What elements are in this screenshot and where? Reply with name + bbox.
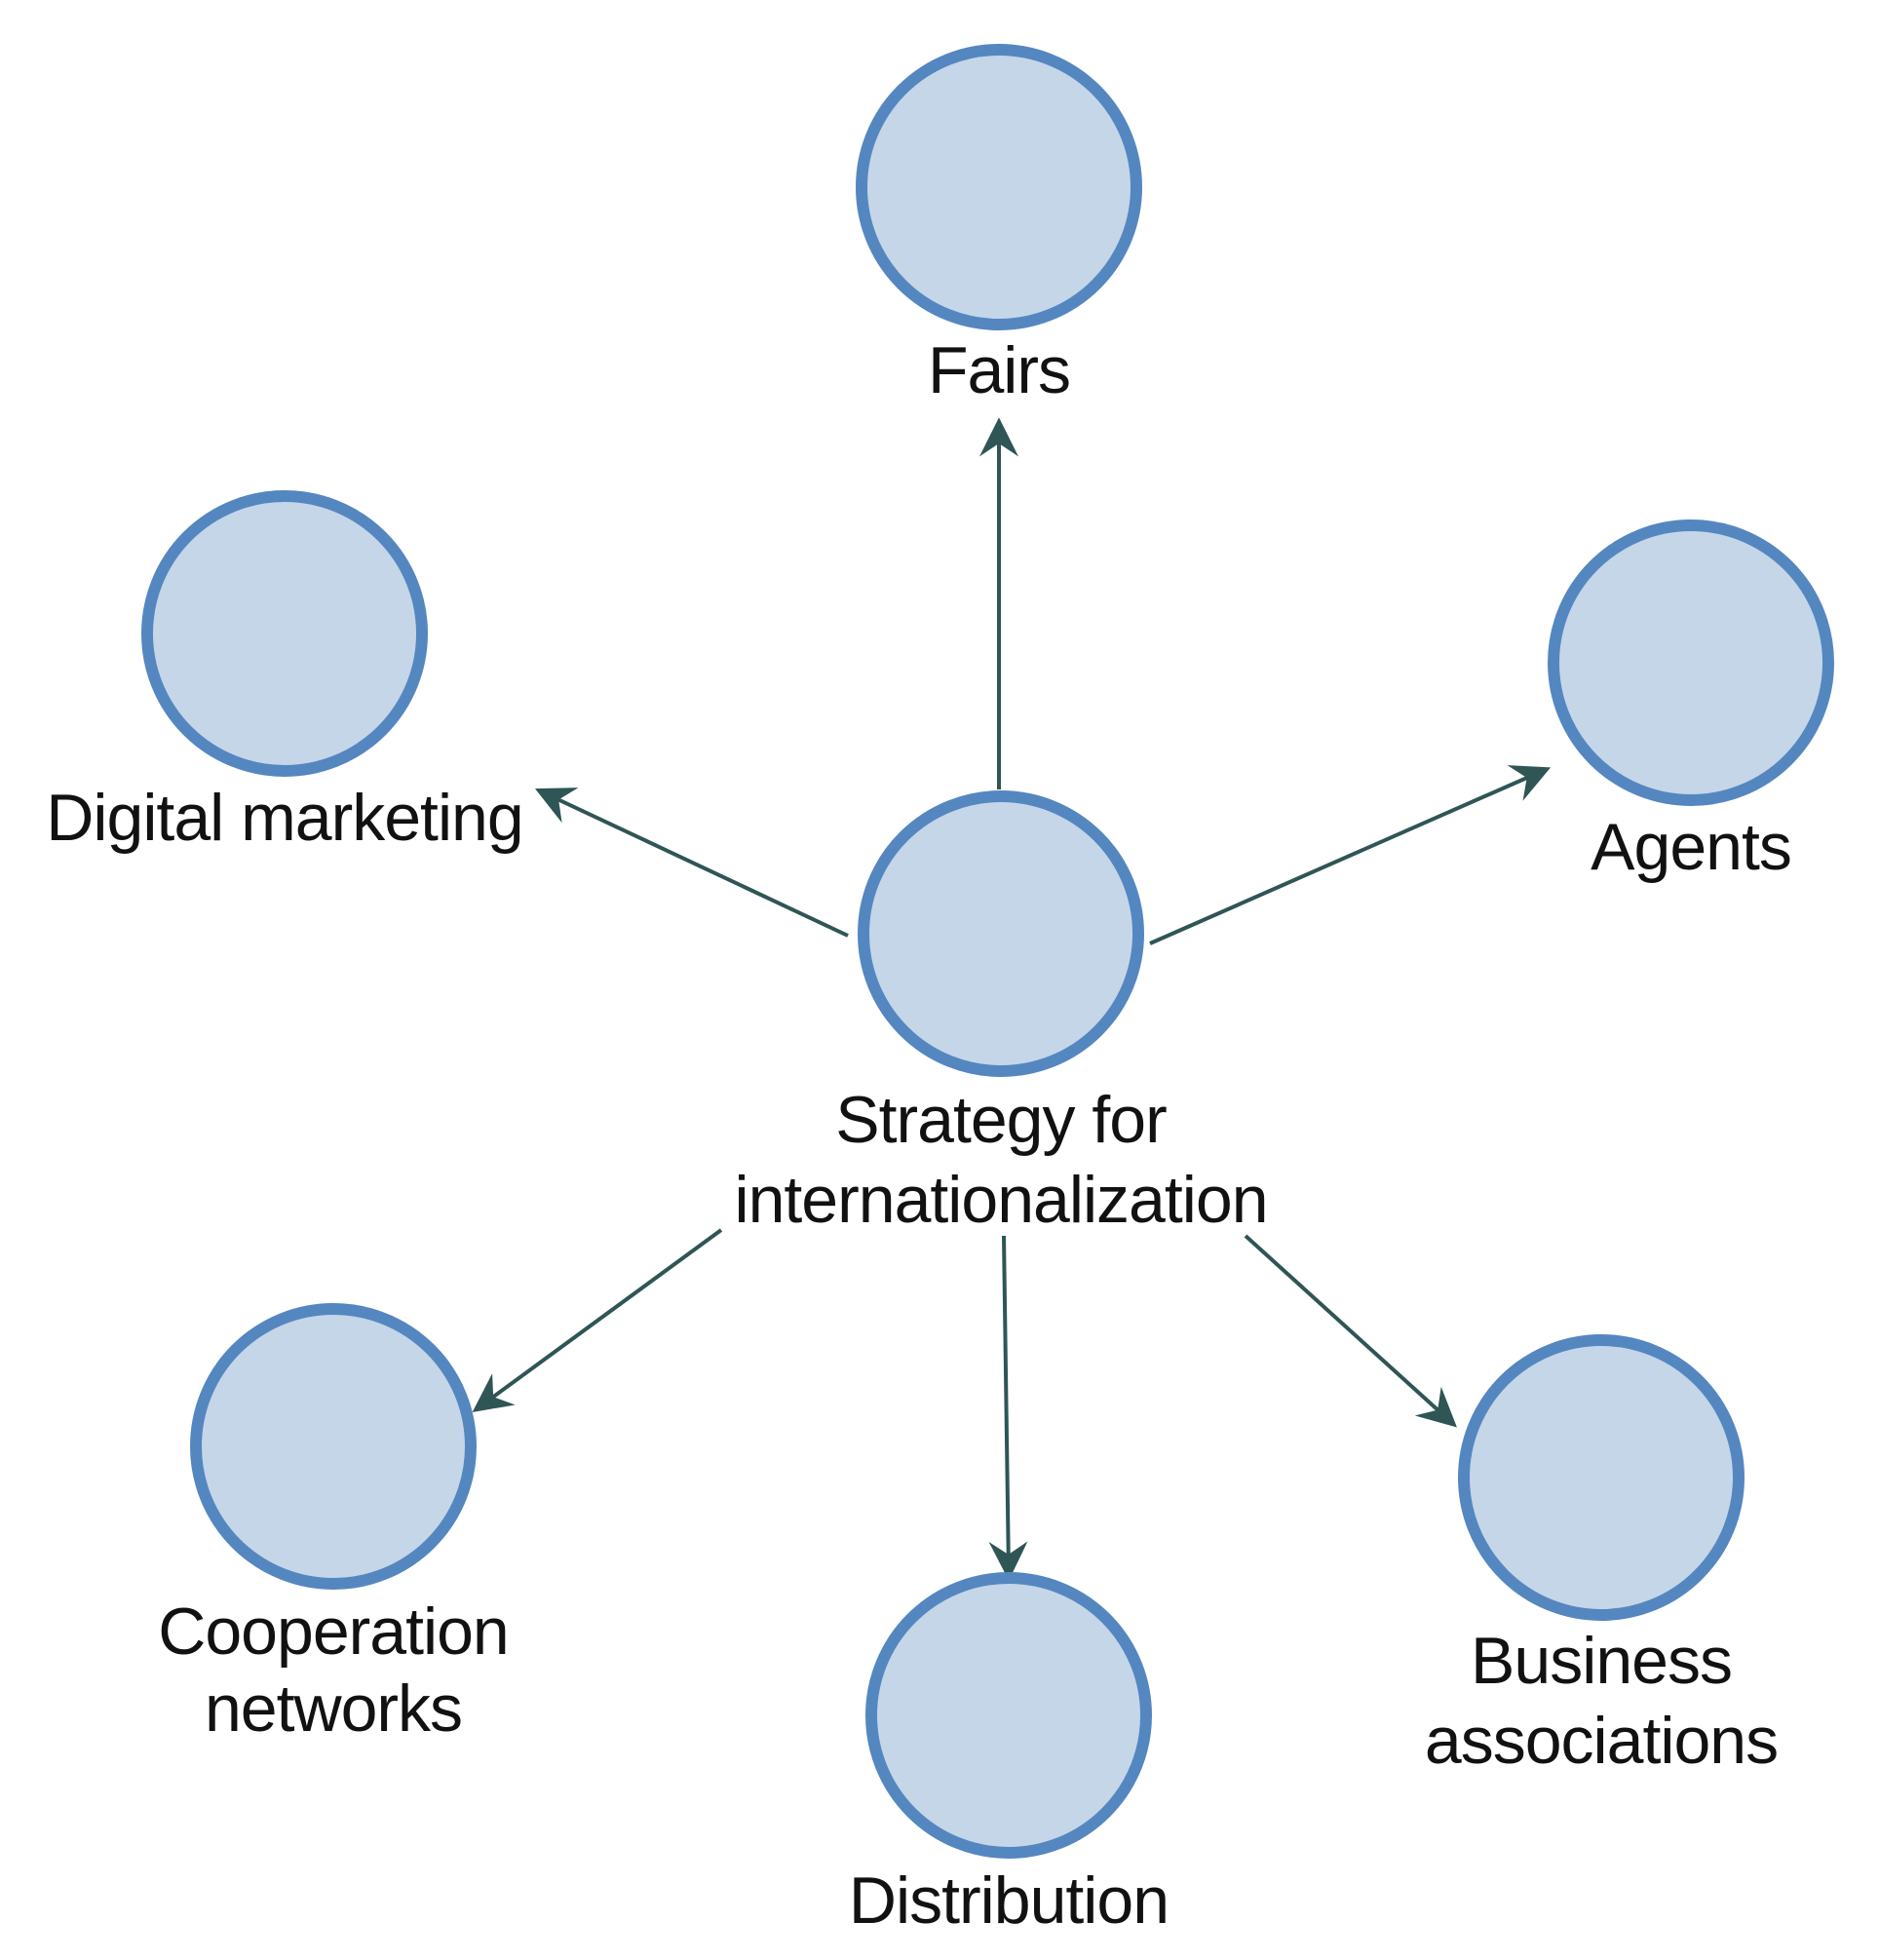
digital-marketing-node <box>141 490 428 777</box>
cooperation-networks-label-line2: networks <box>205 1672 462 1746</box>
fairs-node <box>856 44 1142 330</box>
nodes <box>141 44 1834 1859</box>
center-label-line1: Strategy for <box>835 1083 1167 1157</box>
business-associations-label-line1: Business <box>1471 1624 1732 1698</box>
distribution-node <box>865 1572 1152 1859</box>
edge-to-distribution <box>988 1235 1028 1581</box>
business-associations-node <box>1458 1334 1745 1621</box>
agents-node <box>1548 519 1834 806</box>
agents-label: Agents <box>1591 810 1791 884</box>
fairs-label: Fairs <box>928 333 1070 407</box>
edge-to-agents <box>1149 765 1552 945</box>
edge-to-digital-marketing <box>534 788 849 938</box>
edge-to-business-associations <box>1244 1234 1457 1428</box>
labels: Strategy for internationalization Fairs … <box>46 333 1792 1938</box>
cooperation-networks-node <box>190 1303 477 1590</box>
digital-marketing-label: Digital marketing <box>46 781 522 855</box>
distribution-label: Distribution <box>849 1864 1169 1938</box>
cooperation-networks-label-line1: Cooperation <box>158 1595 508 1669</box>
business-associations-label-line2: associations <box>1425 1704 1778 1778</box>
edges <box>472 417 1552 1581</box>
center-node <box>858 790 1144 1077</box>
edge-to-cooperation-networks <box>472 1228 723 1412</box>
center-label-line2: internationalization <box>734 1163 1267 1237</box>
